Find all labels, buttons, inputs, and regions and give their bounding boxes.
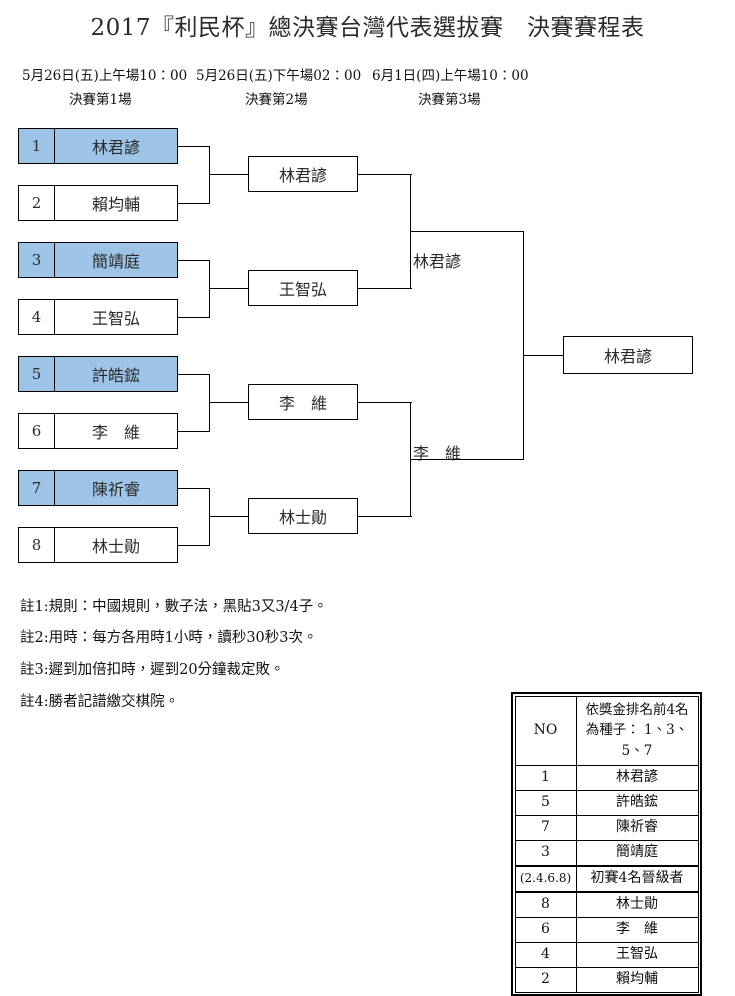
table-row-qualifiers: (2.4.6.8) 初賽4名晉級者	[514, 864, 699, 893]
seed-table-header-row: NO 依獎金排名前4名 為種子： 1、3、 5、7	[514, 695, 699, 766]
round-3-date: 6月1日(四)上午場10：00	[372, 68, 529, 84]
connector-line	[358, 402, 412, 404]
connector-line	[178, 259, 210, 261]
player-seed-number: 7	[19, 471, 55, 505]
table-row: 4 王智弘	[514, 941, 699, 968]
connector-line	[358, 174, 412, 176]
seed-row-name: 李 維	[575, 916, 699, 943]
seed-row-name: 許皓鋐	[575, 789, 699, 816]
connector-line	[209, 402, 249, 404]
bracket-player-8[interactable]: 8 林士勛	[18, 527, 178, 563]
seed-row-no: 2	[514, 966, 577, 993]
connector-line	[178, 544, 210, 546]
seed-row-name: 王智弘	[575, 941, 699, 968]
connector-line	[209, 174, 249, 176]
note-2: 註2:用時：每方各用時1小時，讀秒30秒3次。	[20, 630, 318, 646]
player-name: 許皓鋐	[91, 366, 140, 385]
seed-row-name: 林君諺	[575, 764, 699, 791]
player-name: 王智弘	[91, 309, 140, 328]
seed-row-no: 3	[514, 839, 577, 866]
bracket-round2-winner-1[interactable]: 林君諺	[248, 156, 358, 192]
note-3: 註3:遲到加倍扣時，遲到20分鐘裁定敗。	[20, 662, 285, 678]
player-name: 陳祈睿	[91, 480, 140, 499]
player-seed-number: 3	[19, 243, 55, 277]
player-seed-number: 5	[19, 357, 55, 391]
seed-table-header-desc: 依獎金排名前4名 為種子： 1、3、 5、7	[575, 695, 699, 766]
bracket-player-7[interactable]: 7 陳祈睿	[18, 470, 178, 506]
seed-row-no: (2.4.6.8)	[514, 864, 577, 893]
connector-line	[410, 231, 524, 233]
connector-line	[178, 202, 210, 204]
bracket-round2-winner-3[interactable]: 李 維	[248, 384, 358, 420]
note-4: 註4:勝者記譜繳交棋院。	[20, 694, 180, 710]
table-row: 3 簡靖庭	[514, 839, 699, 866]
round-3-label: 決賽第3場	[418, 92, 481, 108]
connector-line	[178, 430, 210, 432]
seed-table: NO 依獎金排名前4名 為種子： 1、3、 5、7 1 林君諺 5 許皓鋐 7 …	[511, 692, 702, 996]
seed-row-no: 5	[514, 789, 577, 816]
connector-line	[358, 288, 412, 290]
bracket-semifinal-winner-1[interactable]: 林君諺	[413, 252, 462, 271]
note-1: 註1:規則：中國規則，數子法，黑貼3又3/4子。	[20, 599, 328, 615]
connector-line	[178, 487, 210, 489]
player-seed-number: 4	[19, 300, 55, 334]
table-row: 6 李 維	[514, 916, 699, 943]
seed-row-name: 初賽4名晉級者	[575, 864, 699, 893]
page-title: 2017『利民杯』總決賽台灣代表選拔賽 決賽賽程表	[90, 15, 645, 41]
bracket-semifinal-winner-2[interactable]: 李 維	[413, 444, 462, 463]
player-seed-number: 1	[19, 129, 55, 163]
table-row: 7 陳祈睿	[514, 814, 699, 841]
seed-row-no: 1	[514, 764, 577, 791]
connector-line	[523, 355, 564, 357]
table-row: 8 林士勛	[514, 891, 699, 918]
player-name: 林君諺	[91, 138, 140, 157]
connector-line	[178, 373, 210, 375]
seed-row-name: 簡靖庭	[575, 839, 699, 866]
bracket-player-3[interactable]: 3 簡靖庭	[18, 242, 178, 278]
round-1-date: 5月26日(五)上午場10：00	[22, 68, 188, 84]
seed-row-name: 林士勛	[575, 891, 699, 918]
player-name: 林士勛	[91, 537, 140, 556]
player-name: 賴均輔	[91, 195, 140, 214]
connector-line	[209, 288, 249, 290]
seed-row-name: 陳祈睿	[575, 814, 699, 841]
table-row: 2 賴均輔	[514, 966, 699, 993]
bracket-player-1[interactable]: 1 林君諺	[18, 128, 178, 164]
connector-line	[523, 231, 525, 460]
bracket-player-4[interactable]: 4 王智弘	[18, 299, 178, 335]
seed-row-no: 4	[514, 941, 577, 968]
player-seed-number: 2	[19, 186, 55, 220]
connector-line	[178, 316, 210, 318]
player-name: 簡靖庭	[91, 252, 140, 271]
bracket-player-5[interactable]: 5 許皓鋐	[18, 356, 178, 392]
table-row: 1 林君諺	[514, 764, 699, 791]
seed-row-no: 8	[514, 891, 577, 918]
connector-line	[178, 145, 210, 147]
bracket-player-6[interactable]: 6 李 維	[18, 413, 178, 449]
seed-table-header-no: NO	[514, 695, 577, 766]
table-row: 5 許皓鋐	[514, 789, 699, 816]
seed-row-no: 7	[514, 814, 577, 841]
round-1-label: 決賽第1場	[69, 92, 132, 108]
seed-row-no: 6	[514, 916, 577, 943]
round-2-date: 5月26日(五)下午場02：00	[196, 68, 362, 84]
connector-line	[209, 516, 249, 518]
connector-line	[358, 516, 412, 518]
connector-line	[410, 459, 524, 461]
player-seed-number: 8	[19, 528, 55, 562]
bracket-round2-winner-4[interactable]: 林士勛	[248, 498, 358, 534]
player-seed-number: 6	[19, 414, 55, 448]
round-2-label: 決賽第2場	[245, 92, 308, 108]
bracket-round2-winner-2[interactable]: 王智弘	[248, 270, 358, 306]
bracket-player-2[interactable]: 2 賴均輔	[18, 185, 178, 221]
player-name: 李 維	[91, 423, 140, 442]
bracket-champion[interactable]: 林君諺	[563, 336, 693, 374]
seed-row-name: 賴均輔	[575, 966, 699, 993]
